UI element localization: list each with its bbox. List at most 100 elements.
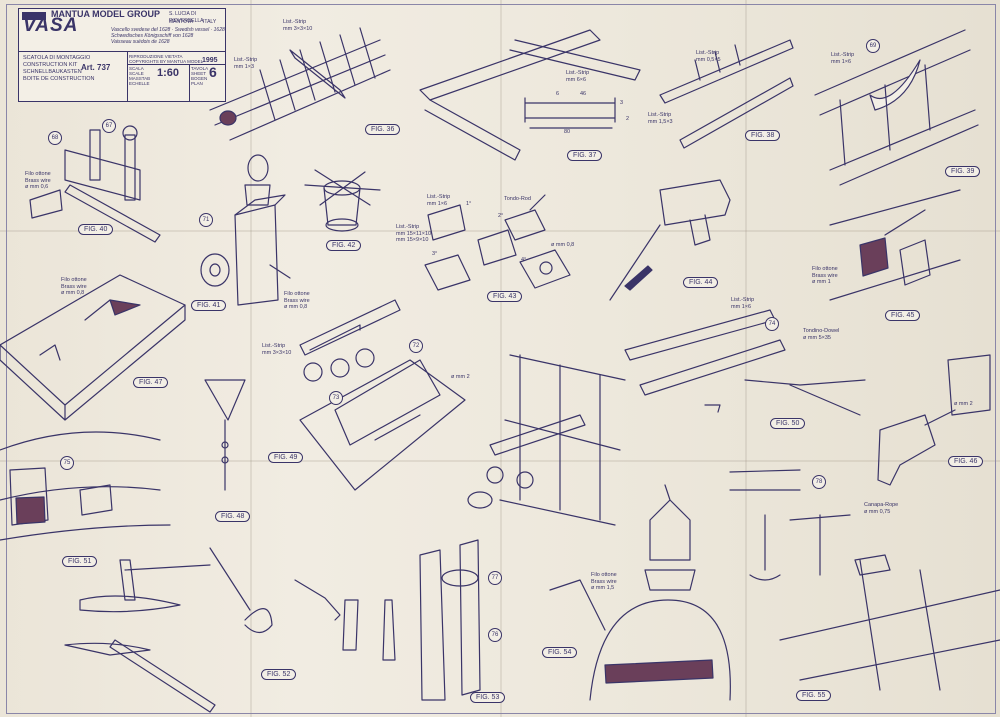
note-line: List.-Strip — [731, 297, 755, 303]
fig55-drawing — [729, 469, 1000, 691]
note-line: mm 1×6 — [427, 200, 448, 207]
note-line: Filo ottone — [61, 277, 87, 283]
fig48-drawing — [204, 379, 246, 491]
note-line: Brass wire — [284, 297, 310, 304]
note-line: List.-Strip — [262, 343, 286, 349]
fig42-drawing — [304, 169, 381, 232]
fold-line — [0, 230, 1000, 232]
fig38-drawing — [659, 39, 794, 149]
part-number: 72 — [409, 339, 423, 353]
note-line: mm 15×9×10 — [396, 237, 429, 243]
company-name: MANTUA MODEL GROUP — [51, 9, 160, 19]
figure-label: FIG. 54 — [542, 647, 578, 658]
figure-label: FIG. 37 — [567, 150, 603, 161]
fig37-dim: 2 — [626, 116, 630, 122]
note-line: mm 1×6 — [731, 303, 752, 310]
note-line: List.-Strip — [566, 70, 590, 76]
country: ITALY — [203, 19, 217, 25]
year: 1995 — [202, 57, 218, 64]
note-line: ø mm 0,75 — [864, 508, 891, 515]
kit-label: SCHNELLBAUKASTEN — [23, 69, 82, 75]
figure-label: FIG. 38 — [745, 130, 781, 141]
note-line: Brass wire — [25, 177, 51, 184]
figure-label: FIG. 53 — [470, 692, 506, 703]
scale-label: SCALE — [129, 71, 144, 76]
sheet-number: 6 — [209, 64, 217, 80]
divider — [127, 64, 225, 65]
note-line: mm 1,5×3 — [648, 118, 673, 125]
rights-line: RIPRODUZIONE VIETATA — [129, 54, 183, 59]
note-line: mm 3×3×10 — [283, 25, 313, 32]
note-line: Filo ottone — [284, 291, 310, 297]
fig36-drawing — [209, 27, 391, 141]
fig43-step: 1° — [466, 201, 472, 207]
part-number: 73 — [329, 391, 343, 405]
fold-line — [0, 460, 1000, 462]
note-line: mm 1×6 — [831, 58, 852, 65]
divider — [127, 51, 128, 101]
part-number: 75 — [60, 456, 74, 470]
note-line: List.-Strip — [648, 112, 672, 118]
note-line: ø mm 0,8 — [284, 304, 308, 310]
part-number: 78 — [812, 475, 826, 489]
sheet-label: SHEET — [191, 71, 207, 76]
part-number: 68 — [48, 131, 62, 145]
note-line: Filo ottone — [591, 572, 617, 578]
fig41-drawing — [200, 154, 291, 306]
note-line: ø mm 1 — [812, 279, 831, 285]
figure-label: FIG. 40 — [78, 224, 114, 235]
figure-label: FIG. 44 — [683, 277, 719, 288]
model-descriptions: Vascello svedese del 1628 · Swedish vess… — [111, 27, 225, 45]
part-number: 69 — [866, 39, 880, 53]
fold-line — [500, 0, 502, 717]
note-line: mm 3×3×10 — [262, 349, 292, 356]
fig43-step: 2° — [498, 213, 504, 219]
note-line: ø mm 1,5 — [591, 585, 615, 591]
fig45-drawing — [829, 189, 961, 301]
fig46-dia: ø mm 2 — [954, 401, 973, 407]
sheet-label: PLAN — [191, 81, 203, 86]
fig47-drawing — [0, 274, 186, 421]
divider — [19, 51, 225, 52]
kit-label: CONSTRUCTION KIT — [23, 62, 78, 68]
title-block: MANTUA MODEL GROUP S. LUCIA DI PIOVERBEL… — [18, 8, 226, 102]
note-line: Canapa-Rope — [864, 502, 899, 508]
description-line: Vaisseau suédois de 1628 — [111, 39, 170, 45]
part-number: 71 — [199, 213, 213, 227]
note-line: List.-Strip — [283, 19, 307, 25]
figure-label: FIG. 51 — [62, 556, 98, 567]
deck-cannon-drawing — [467, 354, 626, 526]
fig43-drawing — [424, 194, 571, 291]
description-line: Vascello svedese del 1628 · Swedish vess… — [111, 27, 225, 33]
kit-label: BOITE DE CONSTRUCTION — [23, 76, 95, 82]
fig49-dia: ø mm 2 — [451, 374, 470, 380]
fig37-dim: 46 — [580, 91, 587, 97]
scale-value: 1:60 — [157, 67, 180, 79]
figure-label: FIG. 45 — [885, 310, 921, 321]
fig43-wire: ø mm 0,8 — [551, 242, 575, 248]
fig39-drawing — [814, 29, 979, 186]
figure-label: FIG. 43 — [487, 291, 523, 302]
figure-label: FIG. 48 — [215, 511, 251, 522]
figure-label: FIG. 52 — [261, 669, 297, 680]
note-line: Tondino-Dowel — [803, 328, 840, 334]
fig37-dim: 80 — [564, 129, 571, 135]
part-number: 74 — [765, 317, 779, 331]
fig43-step: 3° — [432, 251, 438, 257]
scale-label: MASSTAB — [129, 76, 151, 81]
